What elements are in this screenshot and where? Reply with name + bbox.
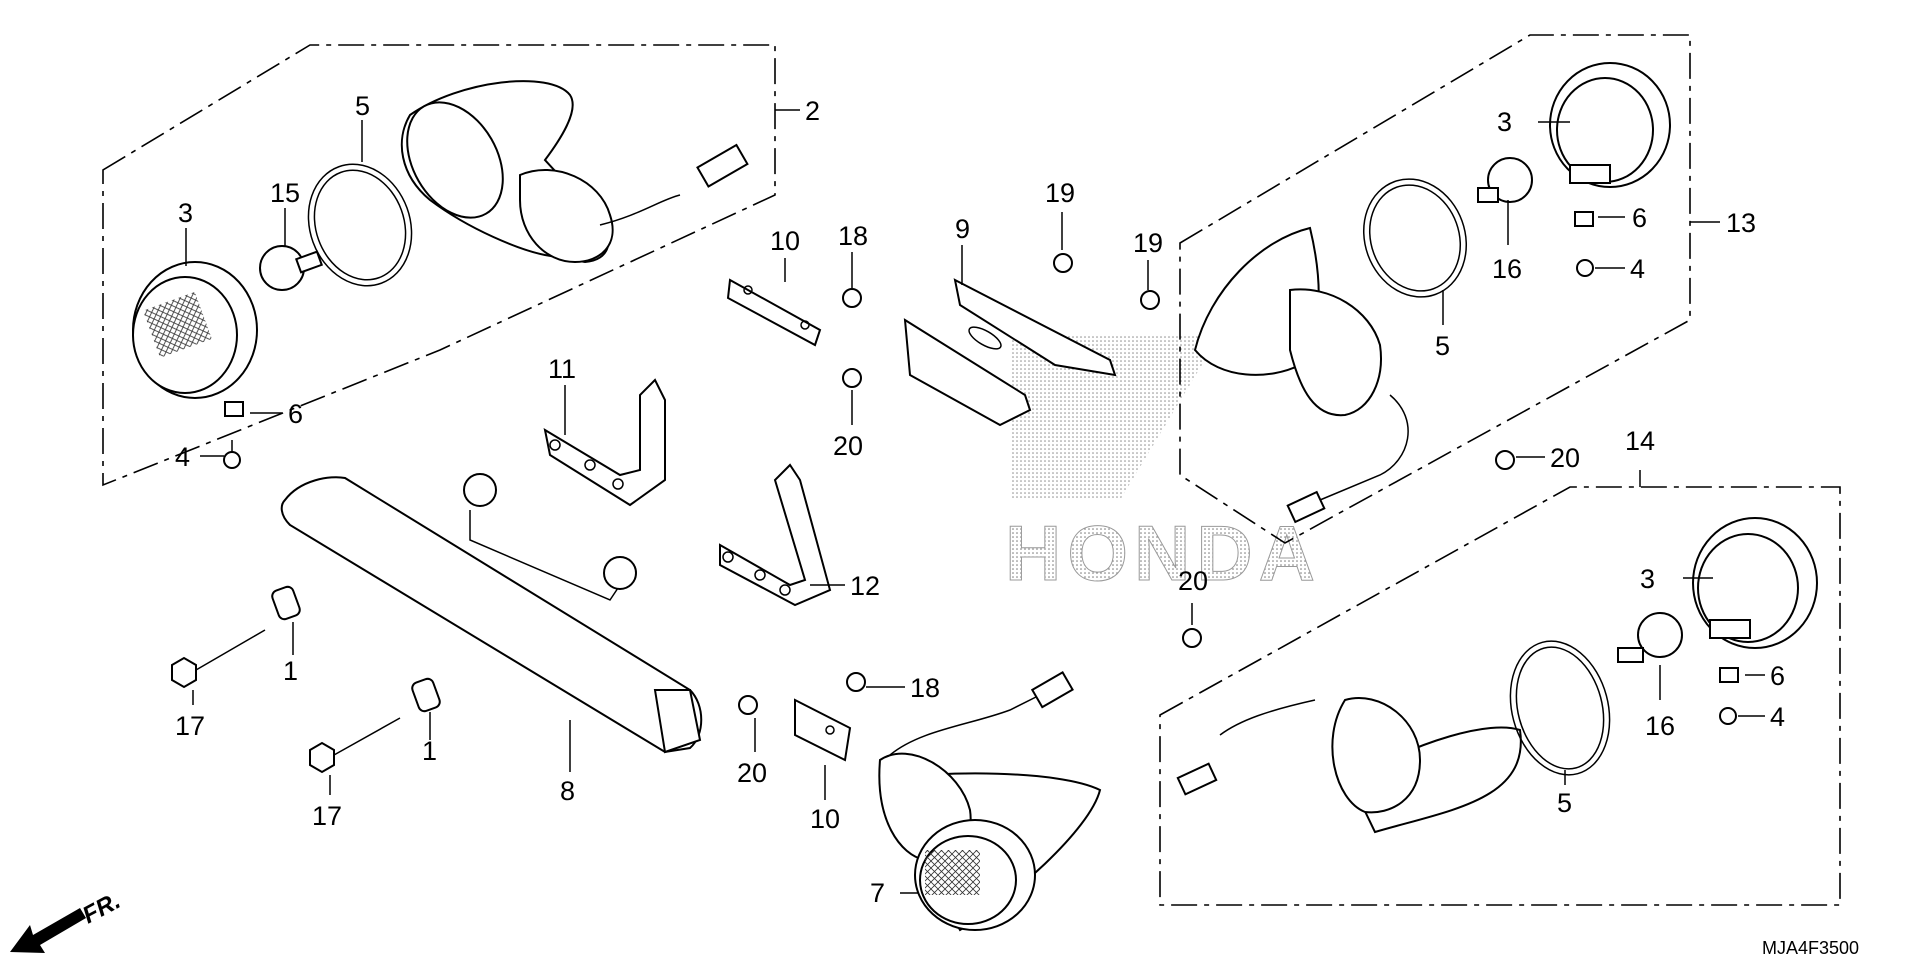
turn-signal-bar [280,473,703,754]
callout-4: 4 [1770,702,1785,732]
lens-right-front [1692,517,1818,649]
callout-18: 18 [910,673,940,703]
callout-4: 4 [1630,254,1645,284]
turn-signal-housing-right-rear [1193,226,1409,524]
direction-label: FR. [78,887,125,929]
lens-ring-left [307,163,413,287]
stay-11 [543,378,666,507]
leader-lines-right-rear [1442,121,1720,458]
callout-17: 17 [175,711,205,741]
bracket-9 [903,278,1117,427]
turn-signal-housing-right-front [1176,697,1522,834]
callout-20: 20 [1550,443,1580,473]
svg-text:HONDA: HONDA [1005,509,1321,597]
bolts-17 [171,629,401,774]
callout-1: 1 [422,736,437,766]
callout-labels: 1 1 2 3 3 3 4 4 4 5 5 5 6 6 6 7 8 9 10 1… [175,91,1785,908]
callout-15: 15 [270,178,300,208]
callout-5: 5 [1435,331,1450,361]
callout-6: 6 [1632,203,1647,233]
nut-left [224,401,244,417]
leader-lines-right-front [1191,470,1765,785]
callout-7: 7 [870,878,885,908]
callout-8: 8 [560,776,575,806]
honda-watermark: HONDA [1005,335,1321,598]
front-direction-indicator: FR. [10,887,125,953]
plate-10-lower [794,698,852,762]
front-turn-signal-7 [878,670,1102,932]
callout-11: 11 [548,354,576,384]
callout-4: 4 [175,442,190,472]
lens-ring-right-front [1509,640,1611,776]
callout-13: 13 [1726,208,1756,238]
plate-10-upper [726,278,822,347]
lens-left [132,261,258,399]
callout-9: 9 [955,214,970,244]
screws-center [738,253,1160,715]
callout-20: 20 [1178,566,1208,596]
callout-10: 10 [810,804,840,834]
lens-right-rear [1549,62,1671,188]
nut-screw-right-rear [1574,211,1594,277]
callout-5: 5 [1557,788,1572,818]
bulb-left [259,245,324,291]
screw-20-right-front [1182,628,1202,648]
stay-12 [719,463,832,607]
callout-3: 3 [178,198,193,228]
callout-5: 5 [355,91,370,121]
callout-20: 20 [737,758,767,788]
callout-16: 16 [1645,711,1675,741]
callout-10: 10 [770,226,800,256]
leader-lines-left [185,109,800,457]
assembly-group-2-outline [102,44,776,487]
callout-12: 12 [850,571,880,601]
nut-screw-right-front [1719,667,1739,725]
assembly-group-13-outline [1179,34,1691,544]
callout-1: 1 [283,656,298,686]
diagram-code: MJA4F3500 [1762,938,1859,958]
callout-6: 6 [288,399,303,429]
callout-17: 17 [312,801,342,831]
callout-2: 2 [805,96,820,126]
callout-20: 20 [833,431,863,461]
callout-19: 19 [1045,178,1075,208]
screw-left [223,440,241,469]
screw-20-right-rear [1495,450,1515,470]
callout-6: 6 [1770,661,1785,691]
turn-signal-housing-left [400,80,749,264]
bulb-right-front [1617,612,1683,663]
callout-19: 19 [1133,228,1163,258]
bulb-right-rear [1477,157,1533,203]
callout-3: 3 [1640,564,1655,594]
callout-14: 14 [1625,426,1655,456]
assembly-group-14-outline [1159,486,1841,906]
callout-3: 3 [1497,107,1512,137]
callout-16: 16 [1492,254,1522,284]
collars-1 [271,585,441,713]
lens-ring-right-rear [1362,178,1468,298]
callout-18: 18 [838,221,868,251]
